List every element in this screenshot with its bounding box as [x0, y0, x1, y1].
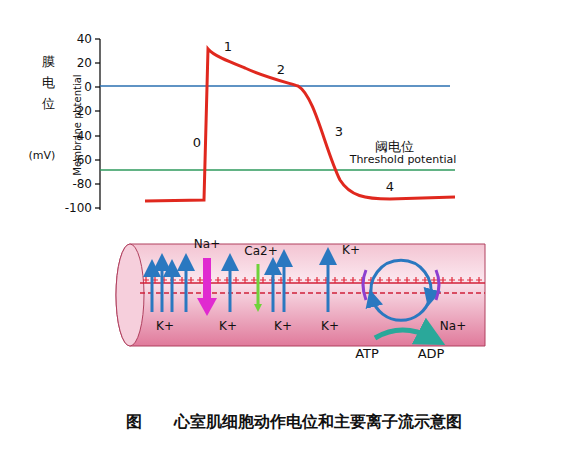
action-potential-curve	[145, 49, 455, 201]
ca-influx-arrow	[254, 264, 262, 312]
ion-label: K+	[342, 244, 360, 256]
ion-label: Na+	[194, 238, 220, 250]
ion-label: K+	[274, 320, 292, 332]
phase-number: 0	[193, 136, 201, 149]
phase-number: 3	[335, 125, 343, 138]
tick-label: 40	[77, 33, 92, 45]
cell-cylinder	[116, 244, 485, 346]
ion-label: K+	[321, 320, 339, 332]
na-k-pump	[363, 260, 439, 338]
tick-label: 20	[77, 57, 92, 69]
k-efflux-arrows	[152, 256, 328, 312]
ion-label: Na+	[440, 320, 466, 332]
axis-title: 膜电位	[42, 52, 55, 114]
molecule-label: ATP	[355, 347, 379, 360]
tick-label: -100	[65, 202, 92, 214]
threshold-label-en: Threshold potential	[350, 154, 457, 165]
phase-number: 1	[224, 40, 232, 53]
phase-number: 2	[277, 63, 285, 76]
molecule-label: ADP	[418, 347, 445, 360]
na-influx-arrow	[197, 258, 217, 316]
threshold-line	[100, 169, 455, 170]
threshold-label: 阈电位	[375, 140, 414, 153]
ion-label: K+	[156, 320, 174, 332]
figure-caption: 图 心室肌细胞动作电位和主要离子流示意图	[126, 414, 462, 430]
y-axis	[95, 39, 100, 210]
tick-label: 0	[84, 81, 92, 93]
tick-label: -80	[72, 178, 92, 190]
ion-label: Ca2+	[244, 245, 277, 257]
zero-line	[100, 85, 450, 86]
ion-label: K+	[219, 320, 237, 332]
phase-number: 4	[386, 180, 394, 193]
axis-unit: (mV)	[29, 150, 56, 161]
axis-title-en: Membrane potential	[73, 74, 83, 175]
